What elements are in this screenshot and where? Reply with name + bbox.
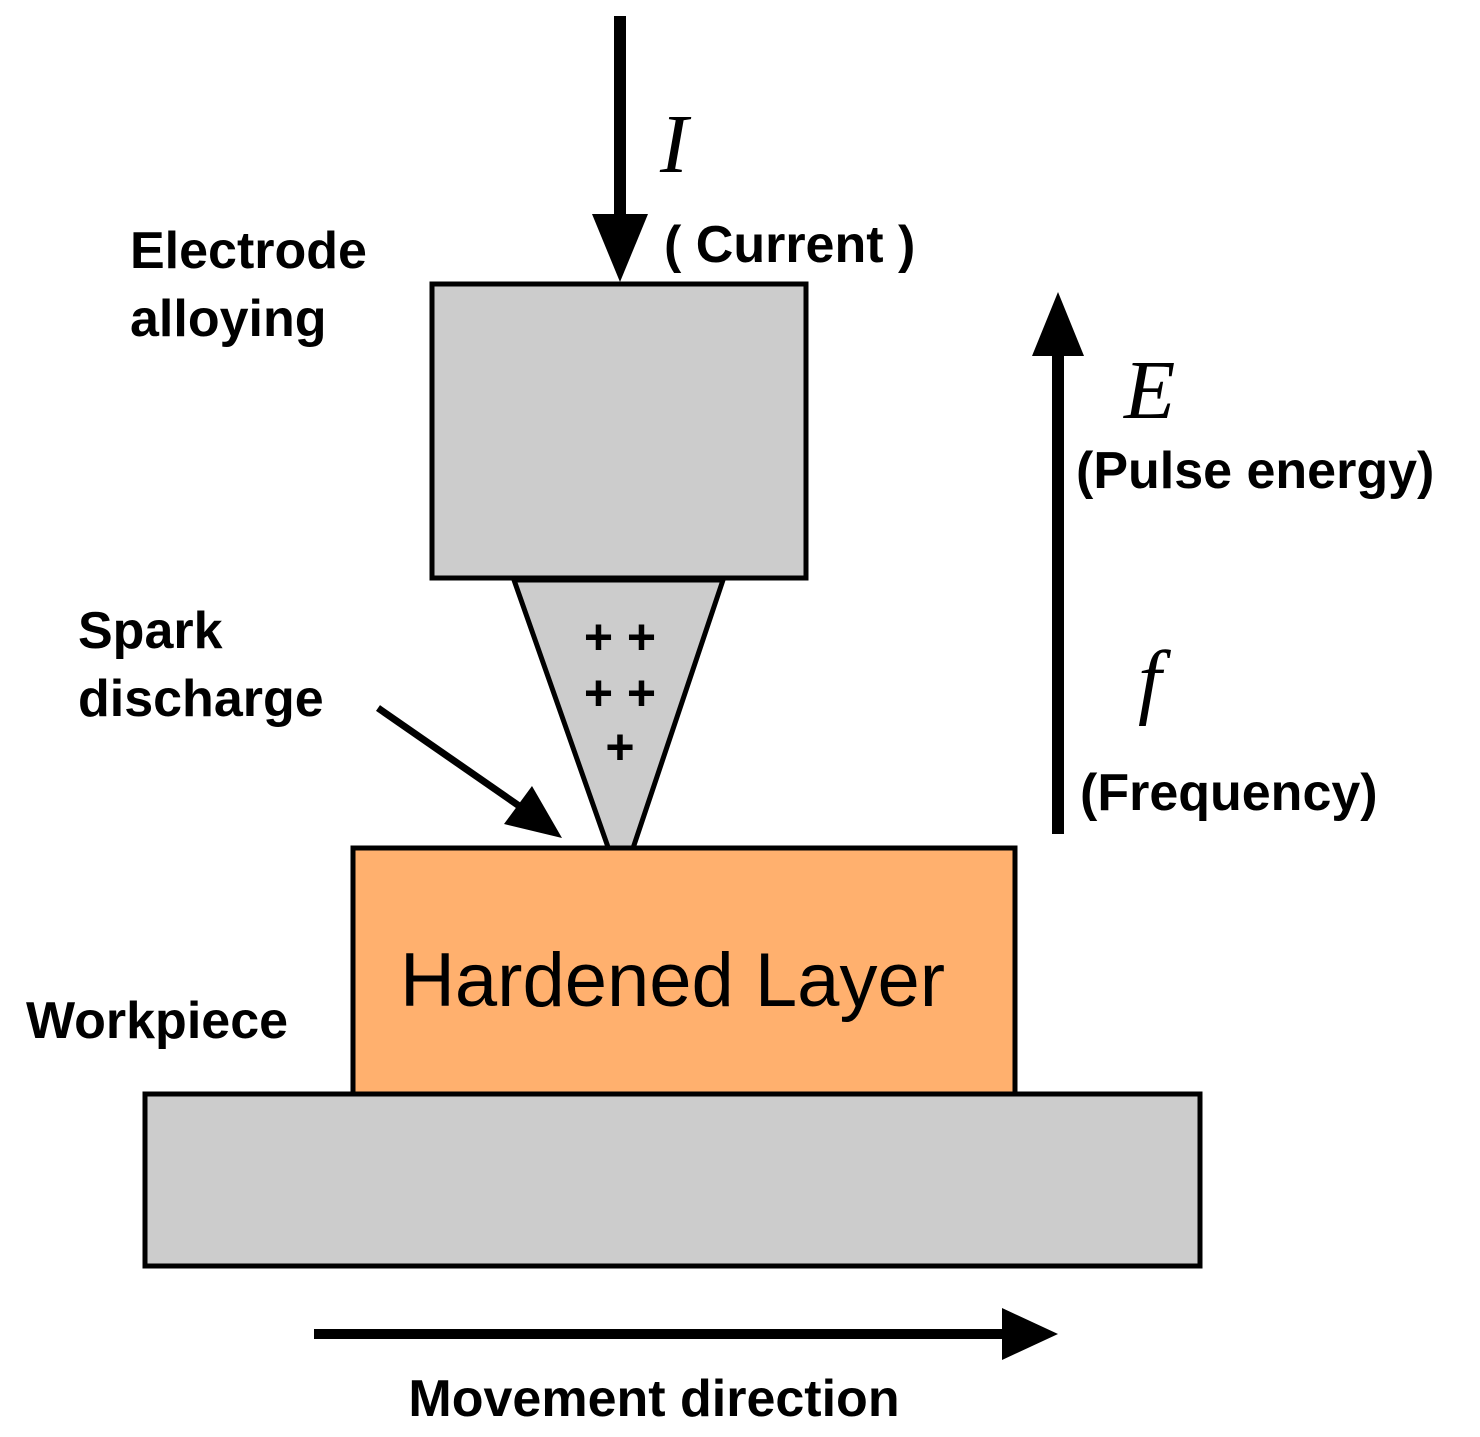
current-arrow: [592, 16, 648, 282]
electrode-tip: [510, 577, 727, 892]
electrode-block: [429, 281, 809, 581]
frequency-label: (Frequency): [1080, 764, 1378, 822]
pulse-energy-symbol: E: [1123, 344, 1175, 437]
spark-arrow: [376, 705, 562, 838]
current-label: ( Current ): [664, 216, 915, 274]
spark-label-line1: Spark: [78, 602, 223, 660]
hardened-layer-label: Hardened Layer: [400, 938, 945, 1023]
hardened-layer-block: [350, 845, 1018, 1097]
workpiece-label: Workpiece: [26, 992, 288, 1050]
electrode-label-line1: Electrode: [130, 222, 367, 280]
frequency-symbol: f: [1138, 634, 1172, 727]
pulse-energy-label: (Pulse energy): [1076, 442, 1434, 500]
charge-row-2: + +: [584, 665, 656, 721]
energy-frequency-arrow: [1032, 292, 1084, 834]
electrode-label-line2: alloying: [130, 290, 326, 348]
workpiece-base: [142, 1091, 1203, 1269]
charge-row-1: + +: [584, 609, 656, 665]
current-symbol: I: [659, 98, 692, 191]
spark-label-line2: discharge: [78, 670, 324, 728]
charge-row-3: +: [605, 719, 634, 775]
movement-arrow: [314, 1308, 1058, 1360]
movement-label: Movement direction: [408, 1370, 899, 1428]
